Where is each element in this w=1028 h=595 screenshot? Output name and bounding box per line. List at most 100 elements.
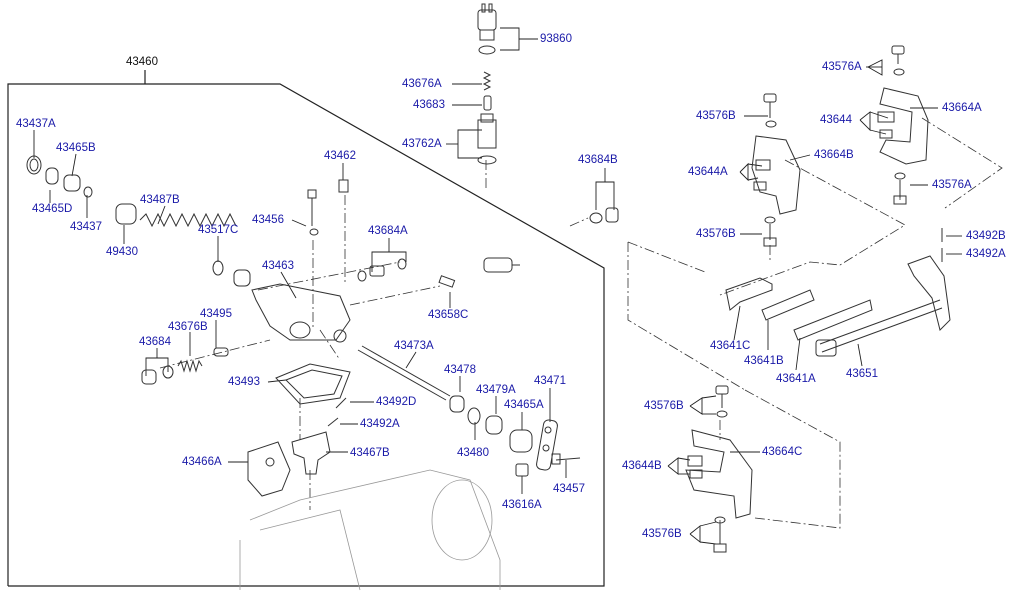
part-43684B-plug xyxy=(589,207,619,224)
label-43676B[interactable]: 43676B xyxy=(168,321,208,333)
label-43576A-top[interactable]: 43576A xyxy=(822,61,862,73)
part-43576B-bolt-mid xyxy=(763,216,777,247)
label-43576B-mid[interactable]: 43576B xyxy=(696,228,736,240)
part-43683-plunger xyxy=(483,95,492,111)
label-43517C[interactable]: 43517C xyxy=(198,224,239,236)
part-43664A-fork xyxy=(879,87,929,165)
label-43576A-mid[interactable]: 43576A xyxy=(932,179,972,191)
label-43664C[interactable]: 43664C xyxy=(762,446,803,458)
label-43651[interactable]: 43651 xyxy=(846,368,878,380)
label-43465A[interactable]: 43465A xyxy=(504,399,544,411)
label-43644[interactable]: 43644 xyxy=(820,114,852,126)
label-43465D[interactable]: 43465D xyxy=(32,203,73,215)
label-43479A[interactable]: 43479A xyxy=(476,384,516,396)
part-43651-shaft xyxy=(815,255,951,357)
label-43492A-right[interactable]: 43492A xyxy=(966,248,1006,260)
part-43641A-rail xyxy=(793,299,873,341)
label-43684A[interactable]: 43684A xyxy=(368,225,408,237)
label-43676A[interactable]: 43676A xyxy=(402,78,442,90)
part-43676A-spring xyxy=(482,71,492,91)
label-43576B-top[interactable]: 43576B xyxy=(696,110,736,122)
label-43641A[interactable]: 43641A xyxy=(776,373,816,385)
label-43480[interactable]: 43480 xyxy=(457,447,489,459)
part-43465B-bush xyxy=(63,174,81,192)
label-43456[interactable]: 43456 xyxy=(252,214,284,226)
label-49430[interactable]: 49430 xyxy=(106,246,138,258)
label-43576B-bottom2[interactable]: 43576B xyxy=(642,528,682,540)
label-43495[interactable]: 43495 xyxy=(200,308,232,320)
part-43480-ring xyxy=(467,407,481,425)
alignment-lines xyxy=(159,117,1003,535)
label-43683[interactable]: 43683 xyxy=(413,99,445,111)
part-43517C-ring xyxy=(212,260,224,276)
label-43644A[interactable]: 43644A xyxy=(688,166,728,178)
label-43641B[interactable]: 43641B xyxy=(744,355,784,367)
label-43466A[interactable]: 43466A xyxy=(182,456,222,468)
part-43465A-bush xyxy=(509,429,533,453)
part-43576A-bolt-mid xyxy=(893,172,907,205)
part-43664C-fork xyxy=(685,429,753,519)
label-43437A[interactable]: 43437A xyxy=(16,118,56,130)
part-43467B-lever xyxy=(291,431,331,475)
part-43495-ball xyxy=(213,347,229,357)
label-43492B[interactable]: 43492B xyxy=(966,230,1006,242)
part-43664B-fork xyxy=(751,135,801,215)
label-43492D[interactable]: 43492D xyxy=(376,396,417,408)
part-43437A-ring xyxy=(26,155,42,175)
label-43463[interactable]: 43463 xyxy=(262,260,294,272)
label-43664A[interactable]: 43664A xyxy=(942,102,982,114)
part-43676B-spring xyxy=(177,359,203,373)
part-43576B-bolt-top xyxy=(763,93,777,128)
part-43465D-bush xyxy=(45,167,59,185)
label-43487B[interactable]: 43487B xyxy=(140,194,180,206)
part-43658C-switch xyxy=(483,257,520,273)
part-43487B-spring xyxy=(139,212,237,228)
leader-lines xyxy=(33,27,962,545)
label-43576B-bottom1[interactable]: 43576B xyxy=(644,400,684,412)
label-43641C[interactable]: 43641C xyxy=(710,340,751,352)
part-43492A-pin-left xyxy=(327,417,339,427)
label-93860[interactable]: 93860 xyxy=(540,33,572,45)
label-43684B[interactable]: 43684B xyxy=(578,154,618,166)
part-43456-bolt xyxy=(307,189,319,236)
label-43492A-left[interactable]: 43492A xyxy=(360,418,400,430)
label-43762A[interactable]: 43762A xyxy=(402,138,442,150)
part-43644A-block xyxy=(753,159,771,191)
part-43493-gasket xyxy=(275,363,351,405)
group-label-43460: 43460 xyxy=(126,56,158,68)
part-43473A-shaft xyxy=(357,345,451,401)
part-43576B-bolt-bottom1 xyxy=(715,385,729,418)
label-43493[interactable]: 43493 xyxy=(228,376,260,388)
label-43462[interactable]: 43462 xyxy=(324,150,356,162)
label-43457[interactable]: 43457 xyxy=(553,483,585,495)
part-43684-plug xyxy=(141,365,174,385)
label-43478[interactable]: 43478 xyxy=(444,364,476,376)
label-43437[interactable]: 43437 xyxy=(70,221,102,233)
part-43466A-bracket xyxy=(247,441,291,497)
part-43457-bolt xyxy=(551,453,581,465)
label-43644B[interactable]: 43644B xyxy=(622,460,662,472)
part-43492D-pin xyxy=(335,397,347,409)
group-outline-43460 xyxy=(7,70,605,587)
part-43644B-block xyxy=(687,455,703,479)
part-43576A-bolt-top xyxy=(891,45,905,76)
label-43465B[interactable]: 43465B xyxy=(56,142,96,154)
label-43473A[interactable]: 43473A xyxy=(394,340,434,352)
part-43479A-bush xyxy=(485,415,503,435)
label-43471[interactable]: 43471 xyxy=(534,375,566,387)
part-43437-ring xyxy=(83,186,93,198)
part-43576B-bolt-bottom2 xyxy=(713,516,727,553)
part-transmission-case xyxy=(239,469,501,591)
part-43658C-key xyxy=(438,275,456,288)
part-43471-lever xyxy=(536,419,558,471)
label-43658C[interactable]: 43658C xyxy=(428,309,469,321)
label-43684[interactable]: 43684 xyxy=(139,336,171,348)
part-43684A-breather xyxy=(357,258,407,282)
part-43616A-nut xyxy=(515,463,529,477)
part-43762A-nut xyxy=(477,113,497,165)
label-43616A[interactable]: 43616A xyxy=(502,499,542,511)
part-43641C-rail xyxy=(725,277,773,311)
label-43467B[interactable]: 43467B xyxy=(350,447,390,459)
label-43664B[interactable]: 43664B xyxy=(814,149,854,161)
